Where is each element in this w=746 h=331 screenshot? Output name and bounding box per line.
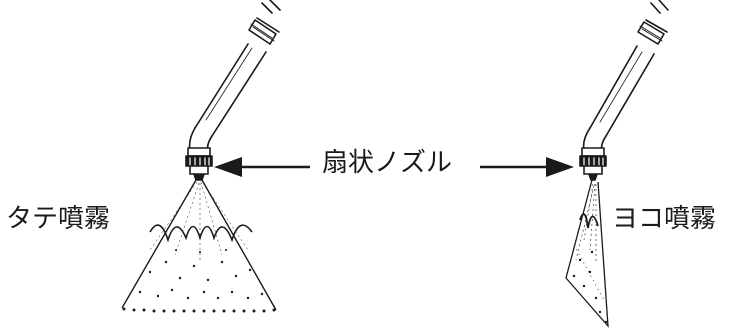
left-sprayer [185,0,281,181]
vertical-spray-fan [121,179,277,313]
left-arrow-head [214,157,242,177]
vertical-spray-label: タテ噴霧 [6,204,111,234]
arrows [214,157,574,177]
horizontal-spray-fan [565,179,609,328]
right-sprayer [579,0,669,181]
right-arrow-head [546,157,574,177]
nozzle-label: 扇状ノズル [318,150,457,176]
horizontal-spray-label: ヨコ噴霧 [612,204,717,234]
